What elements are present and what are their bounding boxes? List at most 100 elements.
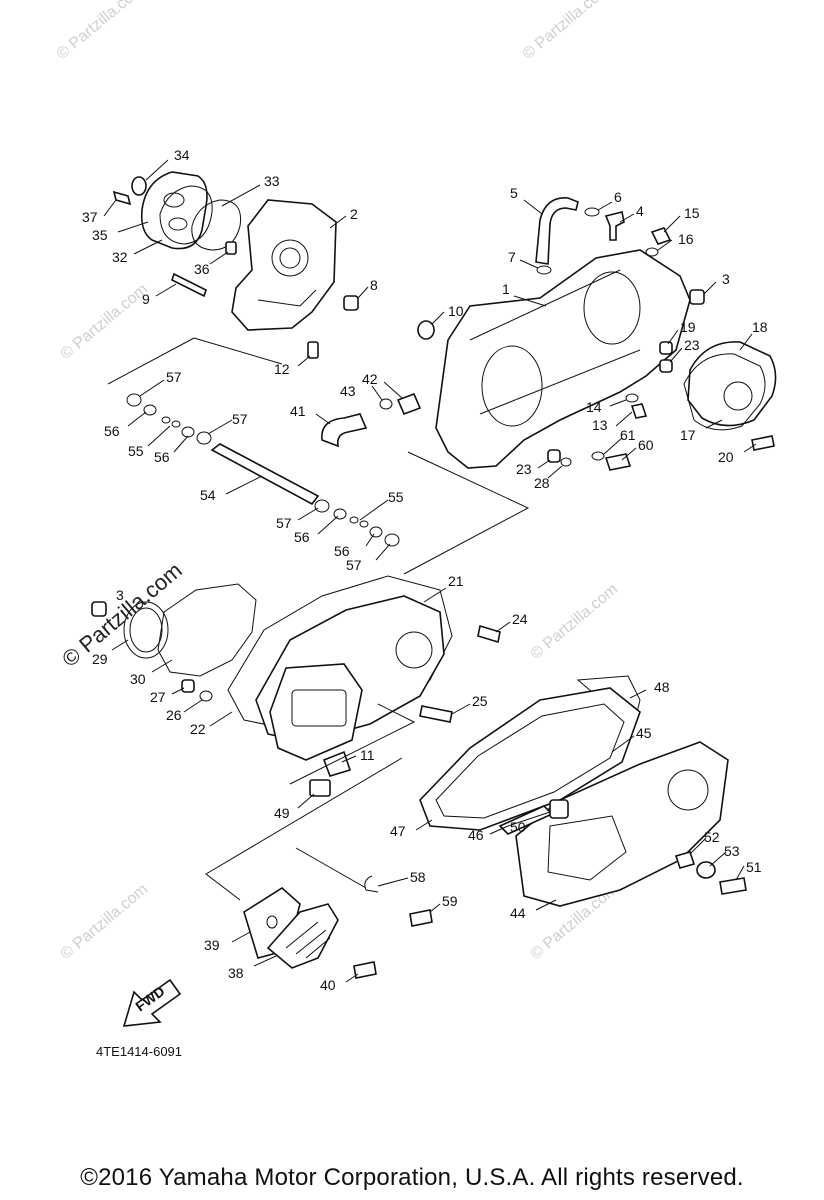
- hole-outline: [168, 217, 188, 231]
- leader-line: [329, 215, 347, 229]
- outer-cover-part: [515, 741, 729, 907]
- leader-line: [689, 837, 707, 855]
- oil-seal-part: [417, 320, 435, 340]
- callout-label: 35: [92, 227, 108, 243]
- leader-line: [139, 379, 165, 397]
- leader-line: [377, 877, 409, 887]
- guide-line: [289, 703, 416, 785]
- washer-part: [591, 451, 605, 461]
- gasket-outline: [129, 607, 163, 653]
- callout-label: 56: [294, 529, 310, 545]
- leader-line: [507, 811, 551, 827]
- clip-part: [584, 207, 600, 217]
- leader-line: [145, 159, 169, 181]
- leader-line: [423, 587, 447, 603]
- dowel-pin-part: [659, 359, 673, 373]
- bushing-part: [343, 295, 359, 311]
- leader-line: [151, 659, 173, 673]
- callout-label: 45: [636, 725, 652, 741]
- gasket-part: [419, 687, 641, 831]
- callout-label: 2: [350, 206, 358, 222]
- clip-part: [161, 416, 171, 424]
- callout-label: 56: [334, 543, 350, 559]
- washer-part: [369, 526, 383, 538]
- callout-label: 5: [510, 185, 518, 201]
- washer-part: [181, 426, 195, 438]
- leader-line: [221, 184, 261, 207]
- washer-part: [196, 431, 212, 445]
- damper-part: [549, 799, 569, 819]
- leader-line: [669, 347, 683, 363]
- callout-label: 3: [722, 271, 730, 287]
- o-ring-part: [645, 247, 659, 257]
- guide-line: [295, 847, 367, 889]
- callout-label: 37: [82, 209, 98, 225]
- leader-line: [603, 437, 623, 455]
- callout-label: 55: [388, 489, 404, 505]
- outer-cover-assembly: [419, 675, 747, 907]
- callout-label: 23: [684, 337, 700, 353]
- leader-line: [117, 221, 149, 233]
- leader-line: [231, 931, 251, 943]
- forward-arrow-icon: FWD: [122, 978, 182, 1027]
- leader-line: [415, 819, 433, 831]
- callout-label: 22: [190, 721, 206, 737]
- callout-label: 34: [174, 147, 190, 163]
- leader-line: [225, 475, 263, 495]
- leader-line: [619, 213, 635, 223]
- shaft-part: [210, 443, 320, 506]
- callout-label: 53: [724, 843, 740, 859]
- leader-line: [451, 703, 471, 715]
- reference-guides: [107, 337, 530, 901]
- fitting-part: [604, 211, 625, 241]
- washer-part: [384, 533, 400, 547]
- callout-label: 38: [228, 965, 244, 981]
- callout-label: 57: [346, 557, 362, 573]
- bushing-part: [91, 601, 107, 617]
- bracket-assembly: [243, 875, 433, 979]
- dowel-pin-part: [225, 241, 237, 255]
- callout-label: 9: [142, 291, 150, 307]
- gasket-part: [123, 601, 169, 659]
- gasket-part: [159, 185, 213, 245]
- leader-line: [365, 533, 375, 547]
- plug-part: [650, 227, 672, 245]
- guide-line: [205, 757, 403, 901]
- callout-label: 56: [104, 423, 120, 439]
- callout-label: 57: [232, 411, 248, 427]
- crankcase-right-assembly: [321, 197, 777, 471]
- o-ring-part: [199, 690, 213, 702]
- callout-label: 60: [638, 437, 654, 453]
- callout-labels: 34 33 2 37 35 32 36 9 8 12 5 6 4 15 16 7…: [82, 147, 768, 993]
- callout-label: 52: [704, 829, 720, 845]
- leader-line: [547, 465, 563, 479]
- leader-line: [133, 239, 163, 255]
- callout-label: 49: [274, 805, 290, 821]
- callout-label: 24: [512, 611, 528, 627]
- leader-line: [597, 201, 613, 211]
- callout-label: 41: [290, 403, 306, 419]
- watermark: © Partzilla.com: [528, 581, 622, 663]
- leader-line: [341, 755, 357, 763]
- callout-label: 32: [112, 249, 128, 265]
- washer-part: [143, 404, 157, 416]
- callout-label: 20: [718, 449, 734, 465]
- leader-line: [173, 435, 189, 453]
- callout-label: 4: [636, 203, 644, 219]
- leader-line: [621, 447, 637, 461]
- washer-part: [314, 499, 330, 513]
- leader-lines: [103, 159, 757, 983]
- leader-line: [429, 903, 441, 913]
- watermark: © Partzilla.com: [54, 0, 148, 63]
- drain-bolt-part: [630, 403, 648, 419]
- bore-outline: [395, 631, 433, 669]
- callout-label: 16: [678, 231, 694, 247]
- leader-line: [739, 333, 753, 351]
- hole-outline: [266, 915, 278, 929]
- callout-label: 30: [130, 671, 146, 687]
- crankcase-part: [435, 249, 691, 469]
- plug-part: [674, 851, 696, 869]
- callout-label: 21: [448, 573, 464, 589]
- leader-line: [489, 825, 509, 835]
